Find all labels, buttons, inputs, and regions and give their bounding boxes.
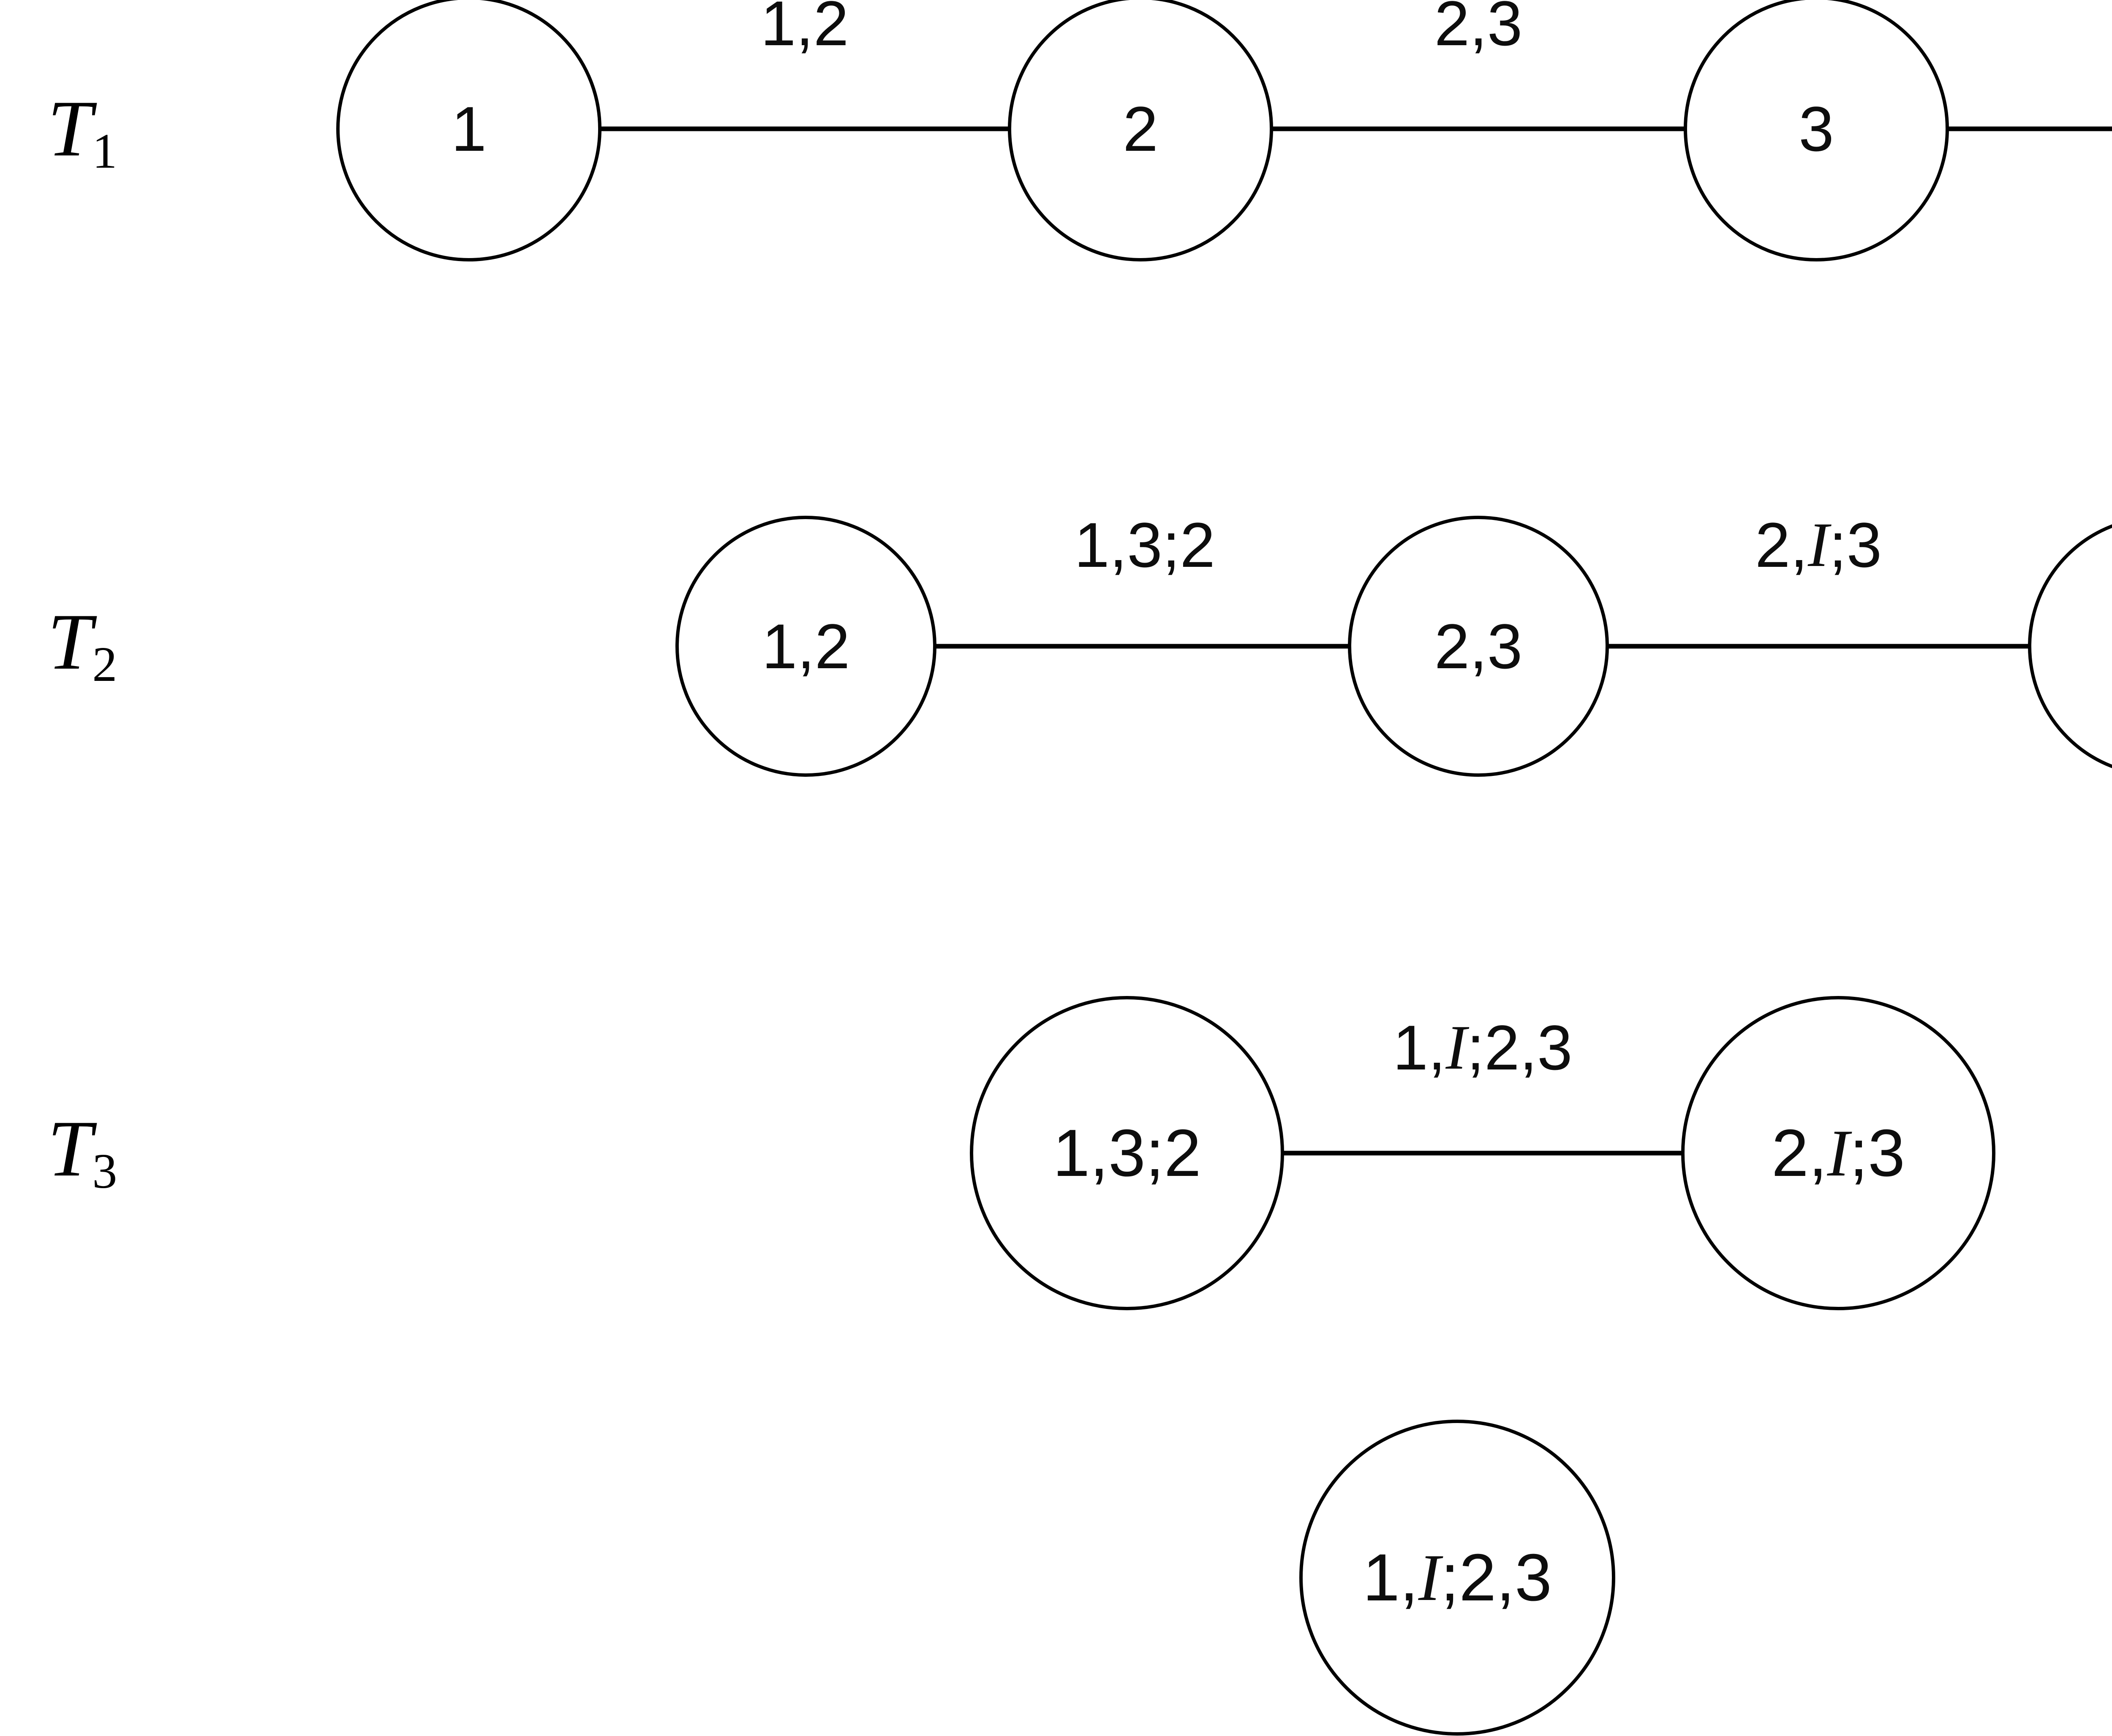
node-t3-2I3[interactable] bbox=[1681, 996, 1995, 1310]
row-label-t2: T2 bbox=[48, 598, 117, 692]
node-t2-12[interactable] bbox=[675, 516, 936, 777]
edge-label-t2-12-23: 1,3;2 bbox=[1074, 509, 1215, 580]
node-label-t2-12: 1,2 bbox=[762, 611, 850, 682]
row-label-t2-base: T bbox=[48, 598, 97, 686]
row-t4: 1,I;2,3 bbox=[1299, 1420, 1615, 1736]
row-label-t3-base: T bbox=[48, 1105, 97, 1193]
node-t4-1I23[interactable] bbox=[1299, 1420, 1615, 1736]
row-label-t3: T3 bbox=[48, 1105, 117, 1199]
node-label-t1-1: 1 bbox=[451, 93, 486, 164]
node-t2-23[interactable] bbox=[1348, 516, 1609, 777]
row-label-t1-base: T bbox=[48, 84, 97, 173]
node-t1-1[interactable] bbox=[336, 0, 601, 261]
row-label-t3-subscript: 3 bbox=[92, 1143, 117, 1199]
node-label-t1-3: 3 bbox=[1799, 93, 1834, 164]
row-label-t2-subscript: 2 bbox=[92, 637, 117, 692]
row-t1: T1 1,2 2,3 3,I 1 2 3 bbox=[48, 0, 2112, 261]
node-label-t2-23: 2,3 bbox=[1434, 611, 1523, 682]
node-t2-3I[interactable] bbox=[2028, 517, 2112, 775]
node-label-t4-1I23: 1,I;2,3 bbox=[1363, 1540, 1552, 1615]
node-label-t3-132: 1,3;2 bbox=[1053, 1116, 1201, 1190]
node-t3-132[interactable] bbox=[970, 996, 1284, 1310]
edge-label-t3-132-2I3: 1,I;2,3 bbox=[1393, 1012, 1572, 1083]
node-label-t3-2I3: 2,I;3 bbox=[1772, 1116, 1905, 1190]
node-t1-2[interactable] bbox=[1008, 0, 1273, 261]
edge-label-t1-2-3: 2,3 bbox=[1434, 0, 1523, 59]
node-label-t1-2: 2 bbox=[1123, 93, 1158, 164]
edge-label-t1-1-2: 1,2 bbox=[761, 0, 849, 59]
row-label-t1: T1 bbox=[48, 84, 117, 179]
edge-label-t2-23-3I: 2,I;3 bbox=[1755, 509, 1882, 580]
node-t1-3[interactable] bbox=[1684, 0, 1949, 261]
row-t2: T2 1,3;2 2,I;3 1,2 2,3 3,I bbox=[48, 509, 2112, 777]
row-t3: T3 1,I;2,3 1,3;2 2,I;3 bbox=[48, 996, 1995, 1310]
row-label-t1-subscript: 1 bbox=[92, 123, 117, 179]
